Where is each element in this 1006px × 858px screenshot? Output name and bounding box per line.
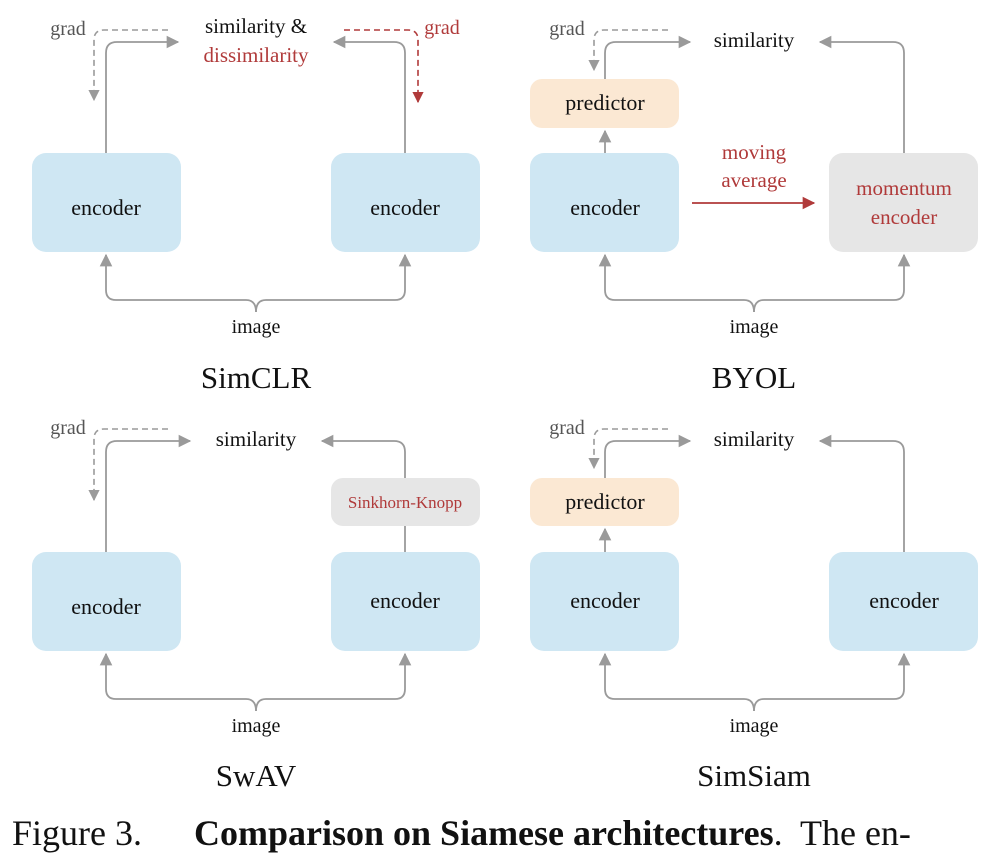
simclr-dissimilarity-label: dissimilarity: [204, 43, 310, 67]
simsiam-encoder-right-label: encoder: [869, 588, 939, 613]
simsiam-encoder-left: [530, 552, 679, 651]
swav-image-fork-arrow: [99, 652, 257, 712]
byol-predictor-label: predictor: [565, 90, 645, 115]
simclr-right-output-arrow: [332, 35, 406, 153]
swav-image-label: image: [232, 715, 281, 737]
panel-simsiam: predictor encoder encoder image grad sim…: [530, 417, 978, 793]
swav-encoder-left-label: encoder: [71, 594, 141, 619]
simsiam-image-fork-arrow-right: [753, 652, 911, 712]
byol-moving-label-1: moving: [722, 140, 787, 164]
byol-grad-arrow: [588, 29, 668, 72]
caption-suffix: . The en-: [774, 813, 911, 853]
swav-grad-arrow: [88, 428, 168, 502]
swav-title: SwAV: [216, 758, 297, 793]
simclr-left-output-arrow: [105, 35, 180, 153]
simclr-encoder-left: [32, 153, 181, 252]
swav-sinkhorn-label: Sinkhorn-Knopp: [348, 493, 462, 512]
simsiam-grad-arrow: [588, 428, 668, 470]
panel-simclr: encoder encoder image grad grad similari…: [32, 14, 480, 395]
simclr-grad-left-label: grad: [50, 18, 86, 40]
simsiam-image-fork-arrow: [598, 652, 755, 712]
simsiam-predictor-label: predictor: [565, 489, 645, 514]
swav-similarity-label: similarity: [216, 427, 297, 451]
swav-sinkhorn-box: [331, 478, 480, 526]
byol-encoder-left: [530, 153, 679, 252]
simsiam-encoder-left-label: encoder: [570, 588, 640, 613]
byol-grad-label: grad: [549, 18, 585, 40]
byol-momentum-label-2: encoder: [871, 205, 937, 229]
simsiam-grad-label: grad: [549, 417, 585, 439]
simclr-grad-right-arrow: [344, 29, 424, 104]
byol-predictor-output-arrow: [604, 35, 692, 79]
simclr-grad-right-label: grad: [424, 17, 460, 39]
simclr-grad-left-arrow: [88, 29, 168, 102]
simclr-image-fork-arrow-right: [255, 253, 412, 313]
byol-predictor-box: [530, 79, 679, 128]
swav-encoder-right: [331, 552, 480, 651]
swav-left-output-arrow: [105, 434, 192, 552]
swav-encoder-left: [32, 552, 181, 651]
simclr-similarity-label: similarity &: [205, 14, 307, 38]
simclr-encoder-left-label: encoder: [71, 195, 141, 220]
simclr-image-label: image: [232, 316, 281, 338]
simsiam-predictor-box: [530, 478, 679, 526]
simsiam-encoder-right: [829, 552, 978, 651]
caption-prefix: Figure 3.: [12, 813, 142, 853]
simclr-encoder-right-label: encoder: [370, 195, 440, 220]
swav-image-fork-arrow-right: [255, 652, 412, 712]
byol-image-fork-arrow: [598, 253, 755, 313]
swav-encoder-right-label: encoder: [370, 588, 440, 613]
swav-grad-label: grad: [50, 417, 86, 439]
simsiam-title: SimSiam: [697, 758, 811, 793]
simsiam-image-label: image: [730, 715, 779, 737]
panel-swav: encoder encoder Sinkhorn-Knopp image gra…: [32, 417, 480, 793]
byol-title: BYOL: [712, 360, 796, 395]
simclr-image-fork-arrow: [99, 253, 257, 313]
simsiam-similarity-label: similarity: [714, 427, 795, 451]
simclr-encoder-right: [331, 153, 480, 252]
byol-image-label: image: [730, 316, 779, 338]
byol-image-fork-arrow-right: [753, 253, 911, 313]
byol-momentum-label-1: momentum: [856, 176, 952, 200]
byol-encoder-left-label: encoder: [570, 195, 640, 220]
simclr-title: SimCLR: [201, 360, 312, 395]
byol-momentum-encoder-box: [829, 153, 978, 252]
simsiam-right-output-arrow: [818, 434, 905, 552]
byol-moving-label-2: average: [721, 168, 786, 192]
byol-momentum-output-arrow: [818, 35, 905, 153]
caption-bold: Comparison on Siamese architectures: [194, 813, 774, 853]
simsiam-predictor-output-arrow: [604, 434, 692, 478]
swav-sinkhorn-output-arrow: [320, 434, 406, 478]
panel-byol: predictor encoder momentum encoder movin…: [530, 18, 978, 395]
byol-similarity-label: similarity: [714, 28, 795, 52]
figure-caption: Figure 3. Comparison on Siamese architect…: [12, 813, 911, 853]
